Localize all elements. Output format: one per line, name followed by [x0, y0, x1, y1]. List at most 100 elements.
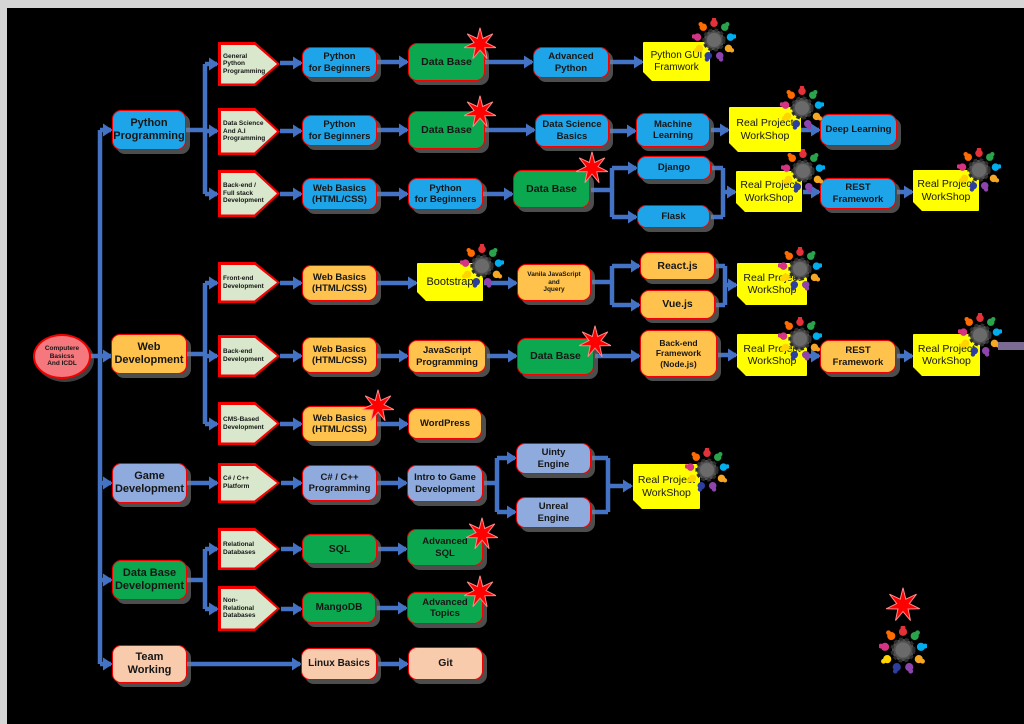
roadmap-slide-canvas: Computere Basicss And ICDL Python Program… — [7, 8, 1024, 724]
star-burst-icon — [463, 27, 497, 66]
database-development-node: Data Base Development — [112, 560, 187, 600]
workshop-far-2-node: Real Project WorkShop — [913, 334, 980, 376]
wordpress-node: WordPress — [408, 408, 482, 439]
web-basics-2-node: Web Basics (HTML/CSS) — [302, 265, 377, 301]
star-burst-icon — [361, 389, 395, 428]
star-burst-icon — [465, 517, 499, 556]
vanilla-js-jquery-node: Vanila JavaScript and Jquery — [517, 264, 591, 301]
star-burst-icon — [885, 587, 921, 628]
workshop-team-gear-icon — [779, 85, 825, 135]
star-burst-icon — [575, 151, 609, 190]
arrowhead-icon — [634, 55, 644, 69]
javascript-programming-node: JavaScript Programming — [408, 340, 486, 373]
workshop-team-gear-icon — [957, 312, 1003, 362]
pent-frontend-label: Front-end Development — [223, 274, 264, 290]
arrowhead-icon — [524, 55, 534, 69]
arrowhead-icon — [811, 123, 821, 137]
connector-lines — [90, 55, 914, 671]
arrowhead-icon — [293, 542, 303, 556]
workshop-game-node: Real Project WorkShop — [633, 464, 700, 509]
arrowhead-icon — [727, 185, 737, 199]
workshop-team-gear-icon — [777, 316, 823, 366]
linux-basics-node: Linux Basics — [301, 648, 377, 680]
arrowhead-icon — [293, 349, 303, 363]
unreal-engine-node: Unreal Engine — [516, 497, 591, 528]
workshop-team-gear-icon — [691, 17, 737, 67]
arrowhead-icon — [209, 57, 219, 71]
sql-node: SQL — [302, 534, 377, 564]
arrowhead-icon — [103, 573, 113, 587]
arrowhead-icon — [811, 349, 821, 363]
backend-framework-node-node: Back-end Framework (Node.js) — [640, 330, 717, 377]
arrowhead-icon — [398, 601, 408, 615]
root-ellipse-node: Computere Basicss And ICDL — [33, 334, 91, 379]
arrowhead-icon — [811, 185, 821, 199]
workshop-team-gear-icon — [956, 147, 1002, 197]
web-basics-4-node: Web Basics (HTML/CSS) — [302, 406, 377, 442]
arrowhead-icon — [623, 479, 633, 493]
arrowhead-icon — [293, 602, 303, 616]
arrowhead-icon — [631, 259, 641, 273]
arrowhead-icon — [293, 476, 303, 490]
arrowhead-icon — [103, 123, 113, 137]
arrowhead-icon — [209, 276, 219, 290]
arrowhead-icon — [631, 298, 641, 312]
git-node: Git — [408, 647, 483, 680]
mangodb-node: MangoDB — [302, 592, 376, 623]
arrowhead-icon — [399, 417, 409, 431]
flask-node: Flask — [637, 205, 710, 228]
arrowhead-icon — [293, 417, 303, 431]
advanced-topics-node: Advanced Topics — [407, 592, 483, 624]
star-burst-icon — [463, 575, 497, 614]
bootstrap-node: Bootstrap — [417, 263, 483, 301]
game-development-node: Game Development — [112, 463, 187, 503]
clipped-purple-shape — [998, 342, 1024, 350]
rest-framework-1-node: REST Framework — [820, 178, 896, 209]
arrowhead-icon — [728, 278, 738, 292]
arrowhead-icon — [398, 542, 408, 556]
arrowhead-icon — [504, 187, 514, 201]
arrowhead-icon — [399, 55, 409, 69]
team-working-node: Team Working — [112, 645, 187, 683]
arrowhead-icon — [399, 187, 409, 201]
arrowhead-icon — [209, 349, 219, 363]
machine-learning-node: Machine Learning — [636, 113, 710, 147]
arrowhead-icon — [627, 124, 637, 138]
arrowhead-icon — [103, 657, 113, 671]
workshop-python-backend-node: Real Project WorkShop — [736, 171, 802, 212]
advanced-python-node: Advanced Python — [533, 47, 609, 78]
arrowhead-icon — [507, 451, 517, 465]
arrowhead-icon — [292, 657, 302, 671]
python-beginners-3-node: Python for Beginners — [408, 178, 483, 210]
advanced-sql-node: Advanced SQL — [407, 529, 483, 566]
arrowhead-icon — [209, 417, 219, 431]
arrowhead-icon — [103, 349, 113, 363]
pent-relational-db-label: Relational Databases — [223, 541, 256, 556]
arrowhead-icon — [399, 349, 409, 363]
python-programming-node: Python Programming — [112, 110, 186, 150]
star-burst-icon — [463, 95, 497, 134]
arrowhead-icon — [399, 657, 409, 671]
web-development-node: Web Development — [111, 334, 187, 374]
workshop-team-gear-icon — [780, 148, 826, 198]
pent-backend-fullstack-label: Back-end / Full stack Development — [223, 182, 264, 205]
web-basics-3-node: Web Basics (HTML/CSS) — [302, 337, 377, 373]
workshop-team-gear-icon — [459, 243, 505, 293]
arrowhead-icon — [398, 476, 408, 490]
vue-js-node: Vue.js — [640, 290, 715, 319]
intro-game-development-node: Intro to Game Development — [407, 465, 483, 502]
database-4-node: Data Base — [517, 338, 594, 375]
arrowhead-icon — [209, 602, 219, 616]
workshop-far-1-node: Real Project WorkShop — [913, 170, 979, 211]
arrowhead-icon — [526, 123, 536, 137]
arrowhead-icon — [293, 187, 303, 201]
database-1-node: Data Base — [408, 43, 485, 81]
arrowhead-icon — [209, 187, 219, 201]
data-science-basics-node: Data Science Basics — [535, 114, 609, 147]
database-3-node: Data Base — [513, 170, 590, 208]
arrowhead-icon — [408, 276, 418, 290]
arrowhead-icon — [631, 349, 641, 363]
csharp-programming-node: C# / C++ Programming — [302, 465, 377, 501]
arrowhead-icon — [209, 542, 219, 556]
arrowhead-icon — [720, 123, 730, 137]
